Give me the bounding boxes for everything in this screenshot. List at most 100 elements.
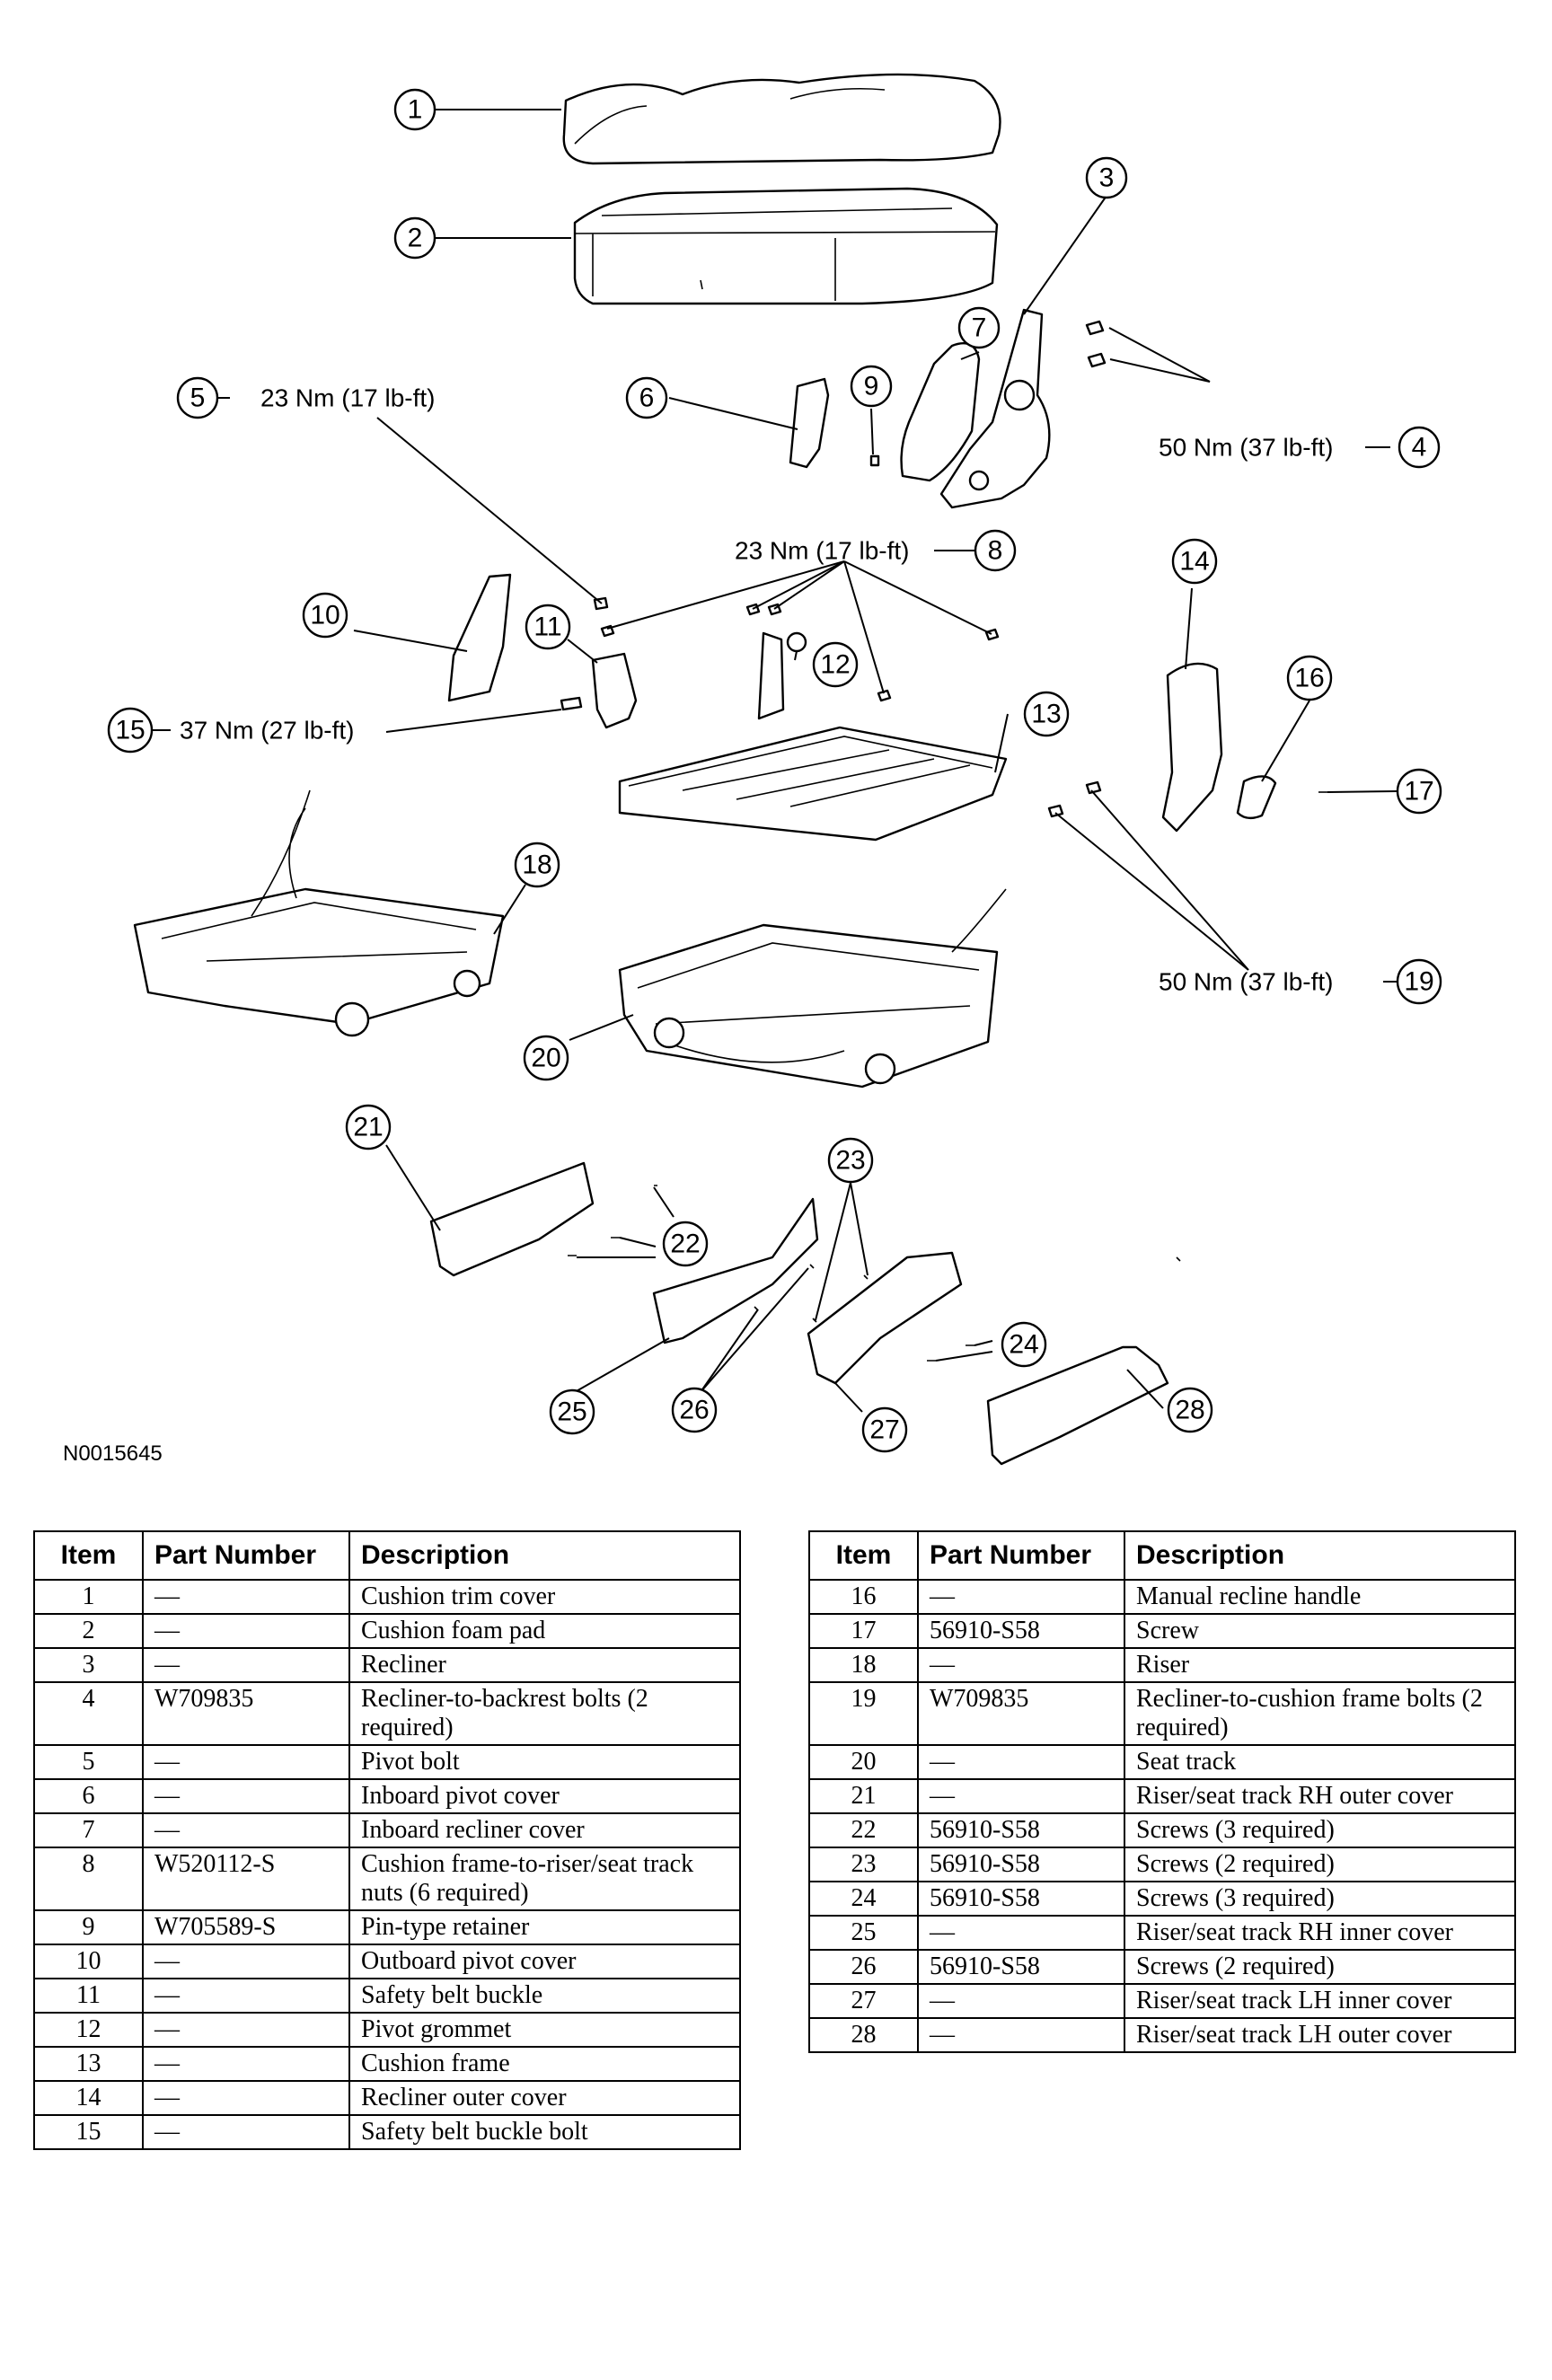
svg-text:12: 12 [820,650,850,680]
item-cell: 18 [808,1647,919,1683]
table-row: 2—Cushion foam pad [33,1613,741,1649]
description-cell: Screws (3 required) [1124,1881,1516,1917]
part-number-cell: — [917,1915,1125,1951]
table-row: 21—Riser/seat track RH outer cover [808,1778,1516,1814]
description-cell: Safety belt buckle bolt [348,2114,741,2150]
item-cell: 6 [33,1778,144,1814]
part-number-cell: — [142,2046,350,2082]
callout-6: 6 [625,376,668,419]
callout-20: 20 [523,1035,569,1081]
description-cell: Riser/seat track RH inner cover [1124,1915,1516,1951]
part-number-cell: — [917,2017,1125,2053]
svg-text:3: 3 [1099,163,1115,193]
item-cell: 4 [33,1681,144,1746]
callout-5: 5 [176,376,219,419]
part-number-cell: W520112-S [142,1847,350,1911]
item-cell: 13 [33,2046,144,2082]
part-number-cell: — [142,1812,350,1848]
part-number-cell: — [142,1744,350,1780]
description-cell: Cushion foam pad [348,1613,741,1649]
item-cell: 8 [33,1847,144,1911]
svg-text:1: 1 [408,95,423,125]
inboard-pivot-cover-illustration [789,377,830,469]
item-cell: 10 [33,1944,144,1979]
table-row: 20—Seat track [808,1744,1516,1780]
svg-text:11: 11 [534,613,561,642]
torque-label-15: 37 Nm (27 lb-ft) [180,717,355,745]
description-cell: Screws (3 required) [1124,1812,1516,1848]
item-cell: 12 [33,2012,144,2048]
svg-text:24: 24 [1009,1330,1038,1360]
description-cell: Riser [1124,1647,1516,1683]
part-number-cell: W709835 [142,1681,350,1746]
item-cell: 28 [808,2017,919,2053]
table-row: 6—Inboard pivot cover [33,1778,741,1814]
description-cell: Screws (2 required) [1124,1847,1516,1882]
torque-label-8: 23 Nm (17 lb-ft) [735,537,910,565]
table-row: 15—Safety belt buckle bolt [33,2114,741,2150]
description-cell: Screws (2 required) [1124,1949,1516,1985]
recliner-cushion-bolts-illustration [1047,780,1102,818]
svg-text:2: 2 [408,224,423,253]
part-number-cell: — [917,1647,1125,1683]
description-cell: Cushion trim cover [348,1579,741,1615]
callout-1: 1 [393,88,436,131]
header-part-number: Part Number [142,1530,350,1581]
svg-text:14: 14 [1179,547,1209,577]
recliner-backrest-bolts-illustration [1085,320,1107,368]
rh-outer-cover-illustration [429,1161,595,1277]
description-cell: Pivot bolt [348,1744,741,1780]
item-cell: 11 [33,1978,144,2014]
screws-22-illustration [568,1185,657,1256]
svg-text:13: 13 [1031,700,1061,729]
table-row: 11—Safety belt buckle [33,1978,741,2014]
callout-15: 15 [107,707,154,754]
table-row: 27—Riser/seat track LH inner cover [808,1983,1516,2019]
buckle-bolt-illustration [560,696,583,711]
callout-26: 26 [671,1387,718,1433]
item-cell: 21 [808,1778,919,1814]
table-row: 16—Manual recline handle [808,1579,1516,1615]
callout-17: 17 [1396,768,1442,815]
callout-7: 7 [957,306,1001,349]
leader-lines [152,109,1398,1413]
part-number-cell: — [142,2080,350,2116]
callout-24: 24 [1001,1321,1047,1368]
description-cell: Recliner-to-cushion frame bolts (2 requi… [1124,1681,1516,1746]
item-cell: 7 [33,1812,144,1848]
svg-text:5: 5 [190,383,206,413]
part-number-cell: 56910-S58 [917,1847,1125,1882]
description-cell: Manual recline handle [1124,1579,1516,1615]
description-cell: Riser/seat track RH outer cover [1124,1778,1516,1814]
description-cell: Recliner-to-backrest bolts (2 required) [348,1681,741,1746]
part-number-cell: — [917,1778,1125,1814]
callout-13: 13 [1023,691,1070,737]
torque-label-19: 50 Nm (37 lb-ft) [1159,968,1334,996]
table-row: 14—Recliner outer cover [33,2080,741,2116]
callout-14: 14 [1171,538,1218,585]
svg-text:28: 28 [1175,1396,1204,1425]
torque-label-5: 23 Nm (17 lb-ft) [260,384,436,412]
parts-table-left: Item Part Number Description 1 — Cushion t… [33,1530,741,2150]
callout-2: 2 [393,216,436,260]
header-part-number: Part Number [917,1530,1125,1581]
callout-11: 11 [525,604,571,650]
callout-16: 16 [1286,655,1333,701]
callout-19: 19 [1396,958,1442,1005]
table-header-row: Item Part Number Description [33,1530,741,1581]
recliner-illustration [939,308,1051,509]
description-cell: Riser/seat track LH outer cover [1124,2017,1516,2053]
figure-id: N0015645 [63,1441,163,1466]
part-number-cell: — [142,1944,350,1979]
item-cell: 1 [33,1579,144,1615]
cushion-foam-pad-illustration [573,187,999,305]
item-cell: 27 [808,1983,919,2019]
table-row: 13—Cushion frame [33,2046,741,2082]
pin-retainer-illustration [869,454,880,467]
callout-8: 8 [974,529,1017,572]
header-item: Item [808,1530,919,1581]
